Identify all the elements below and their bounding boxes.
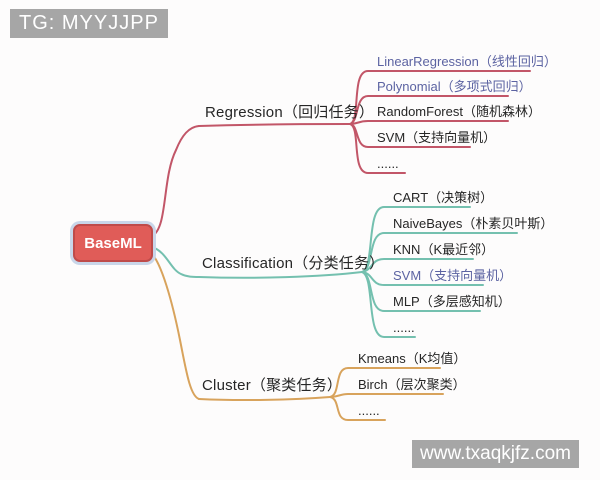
branch-label-cluster: Cluster（聚类任务） (202, 377, 343, 394)
watermark-website: www.txaqkjfz.com (412, 440, 579, 468)
branch-label-classification: Classification（分类任务） (202, 255, 385, 272)
child-node-svm-classification: SVM（支持向量机） (393, 268, 513, 283)
branch-label-regression: Regression（回归任务） (205, 104, 375, 121)
child-node-polynomial: Polynomial（多项式回归） (377, 79, 532, 94)
child-node-linearregression: LinearRegression（线性回归） (377, 54, 557, 69)
child-node-regression-ellipsis: ...... (377, 156, 399, 171)
child-node-randomforest: RandomForest（随机森林） (377, 104, 541, 119)
child-node-mlp: MLP（多层感知机） (393, 294, 511, 309)
child-node-kmeans: Kmeans（K均值） (358, 351, 467, 366)
child-node-classification-ellipsis: ...... (393, 320, 415, 335)
child-node-cart: CART（决策树） (393, 190, 494, 205)
classification-connectors (151, 206, 518, 338)
root-node-label: BaseML (84, 234, 142, 252)
watermark-telegram-text: TG: MYYJJPP (19, 12, 159, 34)
watermark-telegram: TG: MYYJJPP (10, 9, 168, 38)
child-node-naivebayes: NaiveBayes（朴素贝叶斯） (393, 216, 554, 231)
watermark-website-text: www.txaqkjfz.com (420, 443, 571, 464)
regression-connectors (151, 70, 531, 237)
root-node-baseml: BaseML (73, 224, 153, 262)
child-node-svm-regression: SVM（支持向量机） (377, 130, 497, 145)
cluster-connectors (150, 252, 444, 421)
child-node-cluster-ellipsis: ...... (358, 403, 380, 418)
child-node-knn: KNN（K最近邻） (393, 242, 495, 257)
child-node-birch: Birch（层次聚类） (358, 377, 466, 392)
